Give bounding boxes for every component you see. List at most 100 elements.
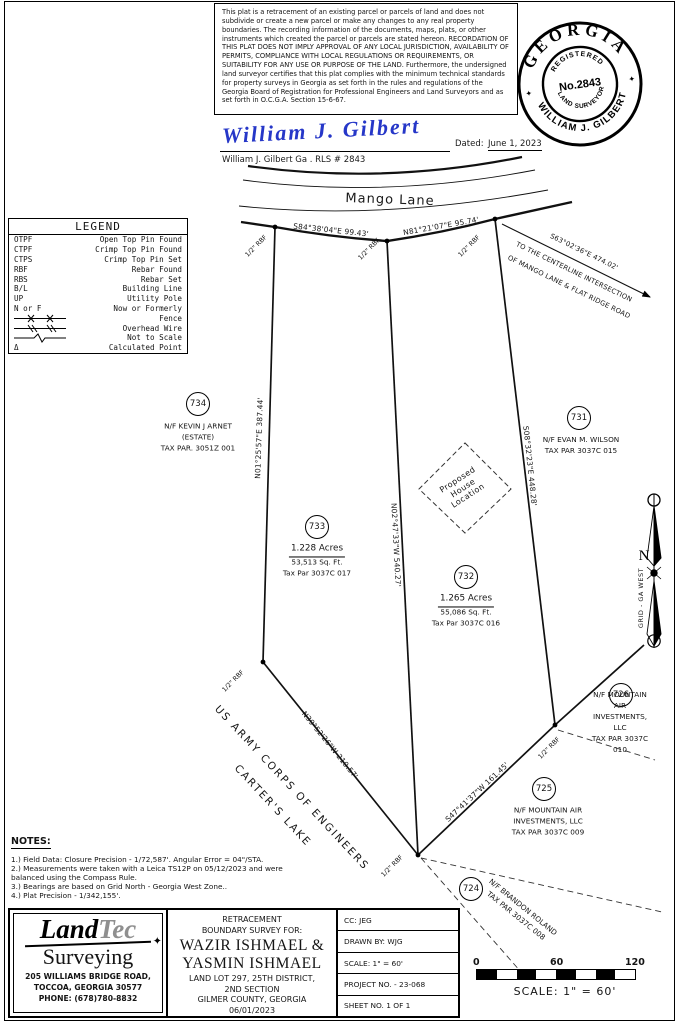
info-drawn-by: DRAWN BY: WJG	[338, 931, 458, 953]
legend-desc: Rebar Found	[131, 264, 182, 274]
legend-abbr: B/L	[14, 284, 28, 294]
scale-label: SCALE: 1" = 60'	[513, 985, 617, 998]
title-block: LandTec ✦ Surveying 205 WILLIAMS BRIDGE …	[8, 908, 460, 1018]
legend-abbr: CTPS	[14, 254, 33, 264]
parcel-number-733: 733	[305, 515, 329, 539]
survey-title-panel: RETRACEMENT BOUNDARY SURVEY FOR: WAZIR I…	[168, 910, 338, 1016]
survey-date: 06/01/2023	[228, 1006, 276, 1016]
certification-box: This plat is a retracement of an existin…	[214, 3, 518, 115]
legend-desc: Open Top Pin Found	[99, 235, 182, 245]
compass-mark-icon: ✦	[152, 934, 163, 948]
firm-address: 205 WILLIAMS BRIDGE ROAD, TOCCOA, GEORGI…	[25, 972, 151, 1004]
info-project-no: PROJECT NO. - 23-068	[338, 974, 458, 996]
notes-title: NOTES:	[11, 836, 51, 849]
legend-abbr: OTPF	[14, 235, 33, 245]
certification-text: This plat is a retracement of an existin…	[222, 8, 509, 105]
scale-ticks: 0 60 120	[473, 957, 645, 968]
north-letter: N	[639, 548, 650, 564]
legend-row: Not to Scale	[9, 333, 187, 343]
survey-type: RETRACEMENT	[222, 915, 282, 924]
parcel-733-area: 1.228 Acres 53,513 Sq. Ft. Tax Par 3037C…	[282, 543, 352, 578]
scale-bar: 0 60 120 SCALE: 1" = 60'	[470, 957, 660, 998]
note-item: 4.) Plat Precision - 1/342,155'.	[11, 891, 121, 901]
parcel-726-owner: N/F MOUNTAIN AIR INVESTMENTS, LLC TAX PA…	[591, 690, 649, 754]
legend-desc: Rebar Set	[140, 274, 182, 284]
firm-panel: LandTec ✦ Surveying 205 WILLIAMS BRIDGE …	[10, 910, 168, 1016]
legend-desc: Utility Pole	[127, 294, 182, 304]
corner-points	[260, 216, 558, 858]
boundary-lines	[262, 218, 645, 856]
parcel-731-owner: N/F EVAN M. WILSON TAX PAR 3037C 015	[542, 435, 620, 455]
parcel-number-734: 734	[186, 392, 210, 416]
legend-desc: Calculated Point	[108, 343, 182, 353]
parcel-725-owner: N/F MOUNTAIN AIR INVESTMENTS, LLC TAX PA…	[511, 805, 585, 837]
legend-row: Fence	[9, 313, 187, 323]
parcel-number-724: 724	[459, 877, 483, 901]
legend-abbr: CTPF	[14, 245, 33, 255]
svg-text:GEORGIA: GEORGIA	[514, 12, 634, 73]
legend-box: LEGEND OTPF Open Top Pin Found CTPF Crim…	[8, 218, 188, 354]
survey-location: LAND LOT 297, 25TH DISTRICT,	[188, 973, 316, 983]
info-sheet-no: SHEET NO. 1 OF 1	[344, 1001, 411, 1011]
legend-desc: Overhead Wire	[122, 323, 182, 333]
signature-line	[220, 151, 450, 152]
calculated-point-symbol: Δ	[14, 343, 19, 353]
parcel-number-725: 725	[532, 777, 556, 801]
legend-abbr: RBS	[14, 274, 28, 284]
centerline-arrow	[501, 223, 651, 298]
seal-star-left-icon: ✦	[525, 89, 533, 99]
legend-title: LEGEND	[9, 219, 187, 235]
info-cc: CC: JEG	[338, 910, 458, 932]
dated-label: Dated:	[455, 139, 484, 149]
seal-state: GEORGIA	[514, 12, 634, 73]
legend-desc: Now or Formerly	[113, 303, 182, 313]
legend-row: CTPS Crimp Top Pin Set	[9, 255, 187, 265]
legend-desc: Fence	[159, 313, 182, 323]
legend-row: Δ Calculated Point	[9, 343, 187, 353]
surveyor-printed-name: William J. Gilbert Ga . RLS # 2843	[222, 155, 366, 165]
legend-abbr: UP	[14, 294, 24, 304]
fence-symbol-icon	[14, 314, 66, 323]
parcel-number-732: 732	[454, 565, 478, 589]
drawing-info-panel: CC: JEG DRAWN BY: WJG SCALE: 1" = 60' PR…	[338, 910, 458, 1016]
note-item: 3.) Bearings are based on Grid North - G…	[11, 882, 228, 892]
legend-abbr: N or F	[14, 303, 42, 313]
seal-number: No.2843	[558, 76, 601, 94]
signature-date: June 1, 2023	[488, 139, 542, 151]
scale-bar-graphic	[476, 969, 636, 980]
proposed-house-outline	[418, 442, 512, 534]
legend-row: UP Utility Pole	[9, 294, 187, 304]
parcel-number-726: 726	[609, 683, 633, 707]
legend-row: OTPF Open Top Pin Found	[9, 235, 187, 245]
overhead-wire-symbol-icon	[14, 324, 66, 332]
road-name: Mango Lane	[345, 190, 435, 210]
legend-row: RBS Rebar Set	[9, 274, 187, 284]
legend-desc: Not to Scale	[127, 333, 182, 343]
parcel-734-owner: N/F KEVIN J ARNET (ESTATE) TAX PAR. 3051…	[160, 421, 236, 453]
legend-row: RBF Rebar Found	[9, 264, 187, 274]
legend-desc: Crimp Top Pin Set	[104, 254, 182, 264]
notes-block: NOTES: 1.) Field Data: Closure Precision…	[11, 836, 311, 900]
parcel-number-731: 731	[567, 406, 591, 430]
firm-subname: Surveying	[42, 944, 134, 970]
note-item: 1.) Field Data: Closure Precision - 1/72…	[11, 854, 264, 864]
adjoiner-dashed-lines	[420, 729, 663, 973]
not-to-scale-symbol-icon	[14, 333, 66, 343]
surveyor-seal: GEORGIA WILLIAM J. GILBERT REGISTERED LA…	[514, 12, 643, 147]
grid-north-label: GRID - GA WEST	[637, 567, 645, 629]
firm-logo-box: LandTec ✦ Surveying 205 WILLIAMS BRIDGE …	[13, 913, 163, 1013]
info-scale: SCALE: 1" = 60'	[338, 953, 458, 975]
firm-logo: LandTec	[39, 914, 137, 944]
legend-desc: Building Line	[122, 284, 182, 294]
client-name: WAZIR ISHMAEL &	[179, 936, 325, 954]
north-arrow-icon: N	[639, 493, 662, 648]
note-item: 2.) Measurements were taken with a Leica…	[11, 863, 283, 883]
legend-abbr: RBF	[14, 264, 28, 274]
seal-star-right-icon: ✦	[628, 74, 636, 84]
legend-row: Overhead Wire	[9, 323, 187, 333]
legend-row: B/L Building Line	[9, 284, 187, 294]
legend-row: CTPF Crimp Top Pin Found	[9, 245, 187, 255]
legend-desc: Crimp Top Pin Found	[95, 245, 182, 255]
